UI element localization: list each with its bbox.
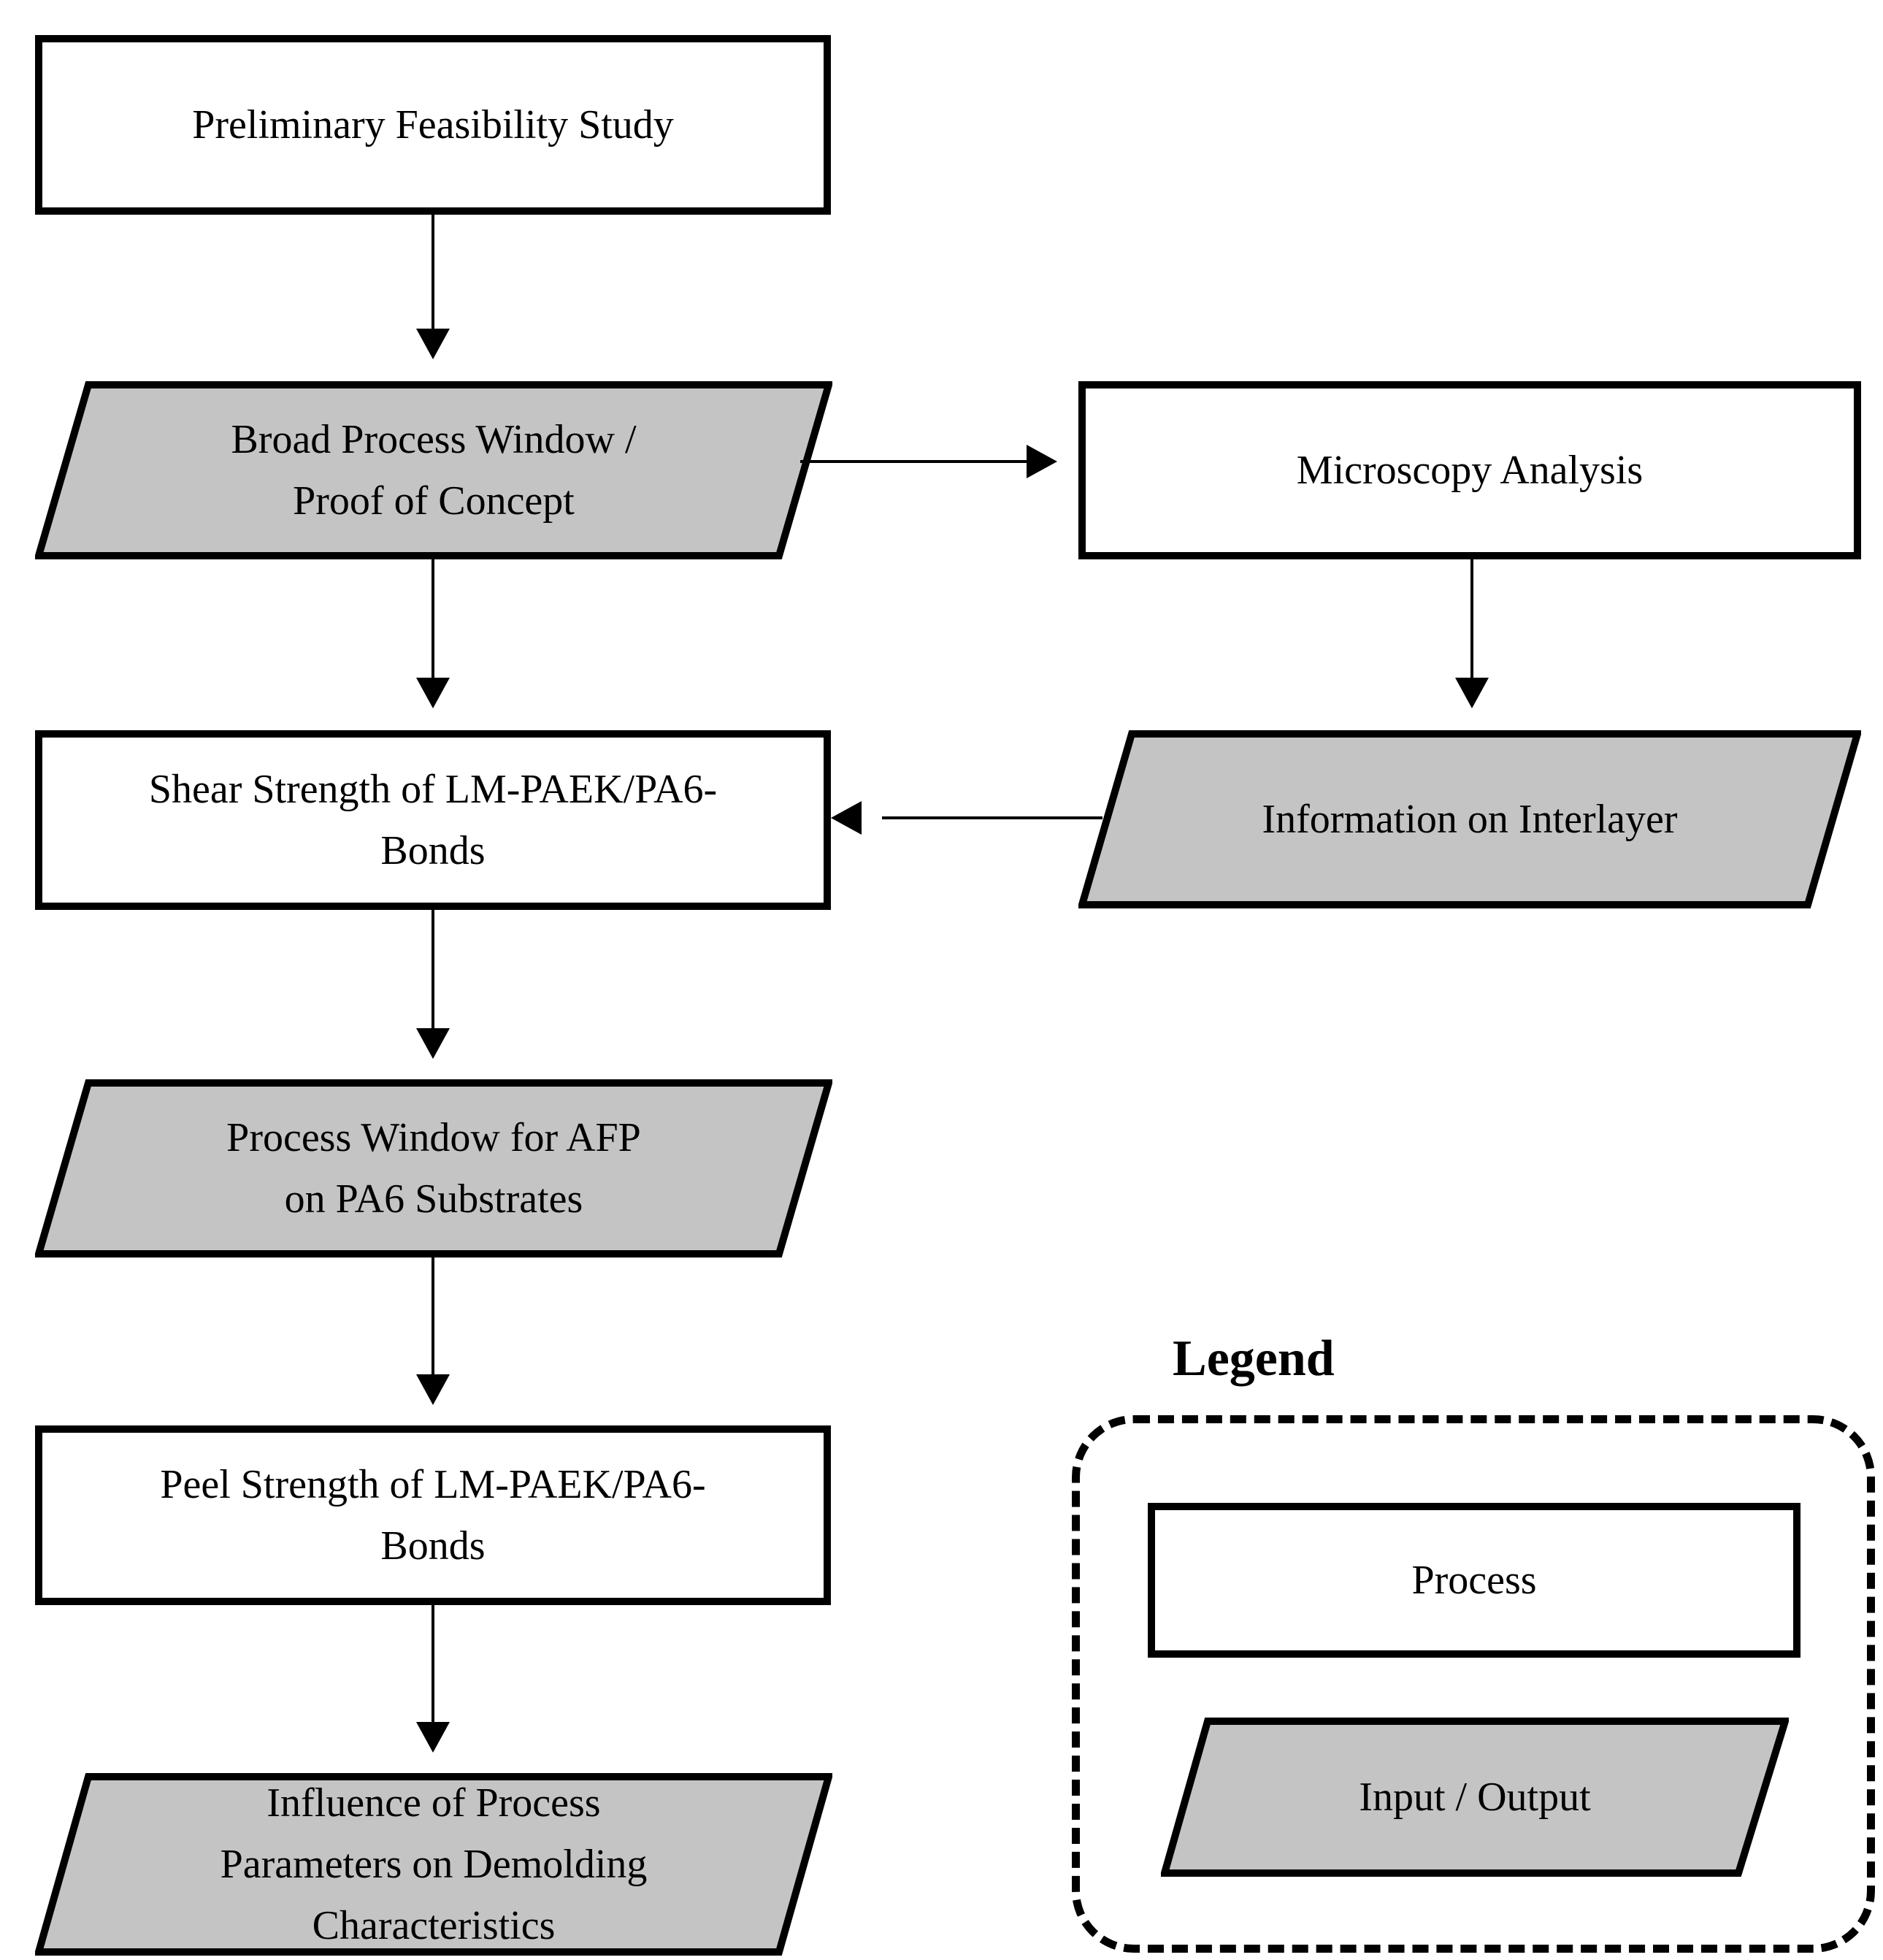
node-process-window-afp: Process Window for AFP on PA6 Substrates bbox=[35, 1079, 832, 1257]
node-label-line: Process Window for AFP bbox=[226, 1115, 641, 1160]
arrowhead-right-icon bbox=[1027, 445, 1057, 478]
parallelogram-shape bbox=[1078, 730, 1861, 908]
node-label-line: Bonds bbox=[380, 1523, 486, 1569]
node-label: Peel Strength of LM-PAEK/PA6- Bonds bbox=[160, 1454, 705, 1577]
legend-item-label-line: Process bbox=[1411, 1558, 1537, 1603]
parallelogram-shape bbox=[35, 381, 832, 559]
parallelogram-shape bbox=[35, 1773, 832, 1956]
node-label: Preliminary Feasibility Study bbox=[192, 94, 674, 156]
node-preliminary-feasibility-study: Preliminary Feasibility Study bbox=[35, 35, 831, 215]
node-label-line: Shear Strength of LM-PAEK/PA6- bbox=[148, 767, 718, 812]
node-label: Influence of Process Parameters on Demol… bbox=[220, 1772, 648, 1956]
legend-item-process: Process bbox=[1148, 1503, 1800, 1658]
node-label: Shear Strength of LM-PAEK/PA6- Bonds bbox=[149, 759, 717, 881]
parallelogram-shape bbox=[1161, 1718, 1789, 1877]
legend-item-label: Input / Output bbox=[1359, 1766, 1590, 1828]
node-label-line: Information on Interlayer bbox=[1262, 797, 1678, 842]
arrowhead-down-icon bbox=[416, 678, 450, 708]
arrowhead-down-icon bbox=[416, 1374, 450, 1405]
node-label: Microscopy Analysis bbox=[1297, 440, 1643, 501]
node-peel-strength: Peel Strength of LM-PAEK/PA6- Bonds bbox=[35, 1425, 831, 1605]
node-broad-process-window: Broad Process Window / Proof of Concept bbox=[35, 381, 832, 559]
node-label-line: Influence of Process bbox=[266, 1780, 601, 1826]
arrowhead-down-icon bbox=[1455, 678, 1489, 708]
node-label-line: Proof of Concept bbox=[293, 478, 575, 524]
node-influence-demolding: Influence of Process Parameters on Demol… bbox=[35, 1773, 832, 1956]
node-label-line: Characteristics bbox=[312, 1903, 556, 1948]
node-label: Information on Interlayer bbox=[1262, 789, 1677, 850]
node-shear-strength: Shear Strength of LM-PAEK/PA6- Bonds bbox=[35, 730, 831, 910]
node-information-on-interlayer: Information on Interlayer bbox=[1078, 730, 1861, 908]
node-label-line: Peel Strength of LM-PAEK/PA6- bbox=[160, 1462, 706, 1507]
node-label: Broad Process Window / Proof of Concept bbox=[231, 409, 636, 532]
arrowhead-left-icon bbox=[831, 801, 862, 835]
arrowhead-down-icon bbox=[416, 1722, 450, 1753]
legend-title: Legend bbox=[1173, 1331, 1335, 1387]
node-label-line: on PA6 Substrates bbox=[284, 1176, 583, 1222]
legend-item-label: Process bbox=[1411, 1550, 1536, 1611]
legend-item-label-line: Input / Output bbox=[1359, 1775, 1591, 1820]
node-label: Process Window for AFP on PA6 Substrates bbox=[226, 1107, 641, 1230]
arrowhead-down-icon bbox=[416, 1028, 450, 1059]
node-microscopy-analysis: Microscopy Analysis bbox=[1078, 381, 1861, 559]
arrowhead-down-icon bbox=[416, 329, 450, 359]
legend-item-input-output: Input / Output bbox=[1161, 1718, 1789, 1877]
legend-box bbox=[1072, 1415, 1875, 1953]
node-label-line: Preliminary Feasibility Study bbox=[192, 102, 674, 148]
node-label-line: Microscopy Analysis bbox=[1296, 448, 1644, 493]
node-label-line: Parameters on Demolding bbox=[220, 1842, 648, 1887]
parallelogram-shape bbox=[35, 1079, 832, 1257]
node-label-line: Bonds bbox=[380, 828, 486, 873]
node-label-line: Broad Process Window / bbox=[231, 417, 637, 462]
